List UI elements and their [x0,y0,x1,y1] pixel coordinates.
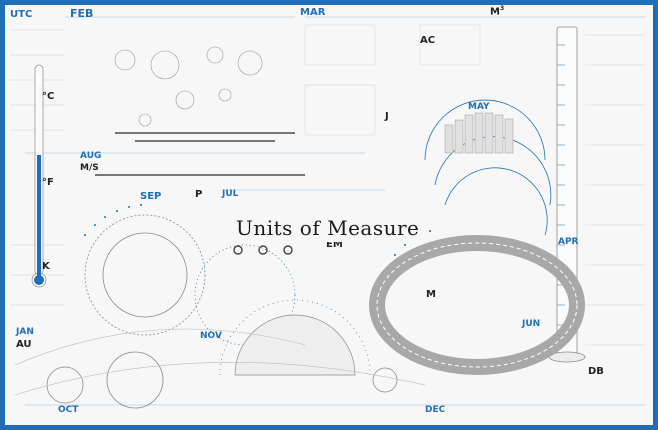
label-em: EM [326,239,343,250]
thermometer-mercury [34,155,44,285]
label-apr: APR [558,237,579,247]
poster-title: Units of Measure [232,214,424,242]
label-m3-sup: 3 [499,5,505,12]
poster-artwork [10,16,645,409]
label-au: AU [16,339,32,350]
large-circles [46,214,398,409]
label-utc: UTC [10,9,33,20]
label-ac: AC [420,35,436,46]
letter-o-circles [233,245,293,255]
race-track [369,235,585,375]
cylinder-ticks [557,44,565,326]
orbit-arcs [14,328,426,396]
label-ms: M/S [80,163,99,173]
label-m3-base: M [490,6,500,18]
label-sep: SEP [140,191,162,202]
label-may: MAY [468,102,490,112]
label-p: P [195,189,203,200]
label-nov: NOV [200,331,222,341]
label-fahrenheit: °F [42,177,54,188]
label-jun: JUN [522,319,541,329]
label-m: M [426,289,436,300]
left-table [10,29,65,306]
label-celsius: °C [42,91,55,102]
label-db: DB [588,366,604,377]
label-feb: FEB [70,7,94,20]
label-jul: JUL [222,189,239,199]
right-table [585,34,645,346]
grid-blocks [304,24,481,136]
protractor-arc [219,299,371,376]
protractor [234,314,356,376]
label-dec: DEC [425,405,446,415]
stacked-blocks [444,112,514,154]
label-aug: AUG [80,151,102,161]
label-mar: MAR [300,7,326,18]
label-j: J [385,111,389,122]
label-jan: JAN [16,327,34,337]
speed-bars [95,132,305,176]
label-m3: M3 [490,6,504,17]
label-kelvin: K [42,261,50,272]
planet-circles [114,46,263,127]
label-oct: OCT [58,405,79,415]
month-tick-rows [25,16,645,406]
